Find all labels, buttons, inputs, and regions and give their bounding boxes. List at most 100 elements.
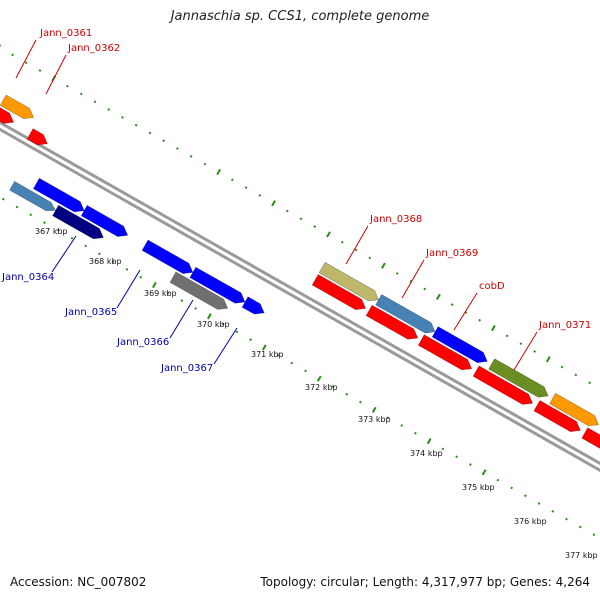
gene-label[interactable]: Jann_0362 <box>67 43 120 54</box>
inner-tick <box>180 299 184 302</box>
outer-tick <box>24 61 28 65</box>
label-leader-line <box>453 292 478 331</box>
kbp-label: 371 kbp <box>251 350 284 359</box>
inner-tick <box>537 502 541 505</box>
outer-tick <box>505 334 509 338</box>
inner-tick <box>469 463 472 466</box>
gene-arrow <box>0 107 15 124</box>
outer-tick <box>203 162 207 166</box>
outer-tick <box>340 240 344 244</box>
outer-tick <box>148 131 152 135</box>
outer-tick <box>271 200 276 207</box>
inner-tick <box>331 385 335 388</box>
inner-tick <box>455 455 459 459</box>
inner-tick <box>592 533 596 537</box>
inner-tick <box>386 416 390 420</box>
gene-arrow <box>80 204 129 237</box>
gene-arrow <box>9 180 56 212</box>
inner-tick <box>139 275 143 279</box>
inner-tick <box>98 252 101 256</box>
gene-arrow <box>581 427 600 449</box>
inner-tick <box>481 469 487 476</box>
inner-tick <box>249 338 252 342</box>
gene-label[interactable]: Jann_0361 <box>39 28 92 39</box>
outer-tick <box>162 139 166 143</box>
gene-arrow <box>311 274 367 311</box>
accession-text: Accession: NC_007802 <box>10 575 147 589</box>
outer-tick <box>134 123 138 127</box>
backbone-outer-line <box>0 120 600 466</box>
inner-tick <box>316 375 322 382</box>
feature-track <box>0 94 600 449</box>
inner-tick <box>221 322 225 326</box>
gene-arrow <box>488 358 549 398</box>
inner-tick <box>290 361 294 365</box>
outer-tick <box>478 318 482 322</box>
gene-arrow <box>417 334 473 371</box>
outer-tick <box>258 194 262 197</box>
outer-tick <box>79 92 83 96</box>
inner-tick-track <box>1 197 596 537</box>
inner-tick <box>43 221 46 224</box>
label-leader-line <box>51 235 77 273</box>
gene-label[interactable]: Jann_0365 <box>64 307 117 318</box>
inner-tick <box>345 392 349 396</box>
gene-arrow <box>0 94 35 120</box>
outer-tick <box>560 365 564 369</box>
gene-arrow <box>241 296 265 315</box>
inner-tick <box>152 281 157 289</box>
outer-tick <box>216 168 221 176</box>
gene-label[interactable]: Jann_0369 <box>425 248 478 259</box>
inner-tick <box>565 517 568 521</box>
gene-arrow <box>549 392 600 427</box>
outer-tick <box>38 69 42 72</box>
label-leader-line <box>513 331 538 371</box>
gene-label[interactable]: Jann_0364 <box>1 272 54 283</box>
inner-tick <box>235 330 239 334</box>
label-leader-line <box>213 327 238 365</box>
outer-tick <box>588 381 591 385</box>
gene-arrow <box>141 239 194 274</box>
outer-tick <box>464 311 468 314</box>
outer-tick <box>545 356 551 363</box>
kbp-label: 368 kbp <box>89 257 122 266</box>
inner-tick <box>551 509 555 513</box>
gene-label[interactable]: Jann_0367 <box>160 363 213 374</box>
kbp-label: 369 kbp <box>144 289 177 298</box>
inner-tick <box>400 424 404 427</box>
outer-tick <box>93 100 97 104</box>
gene-label[interactable]: Jann_0368 <box>369 214 422 225</box>
gene-label[interactable]: cobD <box>479 281 505 292</box>
gene-arrow <box>32 177 85 213</box>
inner-tick <box>523 494 527 498</box>
outer-tick <box>121 115 124 119</box>
outer-tick <box>368 256 372 260</box>
outer-tick <box>354 248 358 252</box>
outer-tick <box>299 217 303 221</box>
inner-tick <box>371 406 377 413</box>
outer-tick <box>395 272 399 275</box>
topology-text: Topology: circular; Length: 4,317,977 bp… <box>260 575 590 589</box>
kbp-label: 370 kbp <box>197 320 230 329</box>
inner-tick <box>111 260 115 263</box>
outer-tick <box>533 350 536 353</box>
inner-tick <box>496 478 500 482</box>
backbone <box>0 120 600 473</box>
inner-tick <box>70 236 74 240</box>
outer-tick <box>189 155 193 158</box>
label-leader-line <box>116 269 141 309</box>
inner-tick <box>15 205 19 209</box>
gene-label[interactable]: Jann_0366 <box>116 337 169 348</box>
outer-tick <box>11 53 14 57</box>
outer-tick <box>176 147 179 150</box>
inner-tick <box>261 344 267 351</box>
kbp-label: 376 kbp <box>514 517 547 526</box>
gene-label[interactable]: Jann_0371 <box>538 320 591 331</box>
inner-tick <box>441 447 445 451</box>
gene-arrow <box>189 266 246 304</box>
inner-tick <box>276 353 280 357</box>
kbp-label: 367 kbp <box>35 227 68 236</box>
gene-arrow <box>533 400 581 433</box>
